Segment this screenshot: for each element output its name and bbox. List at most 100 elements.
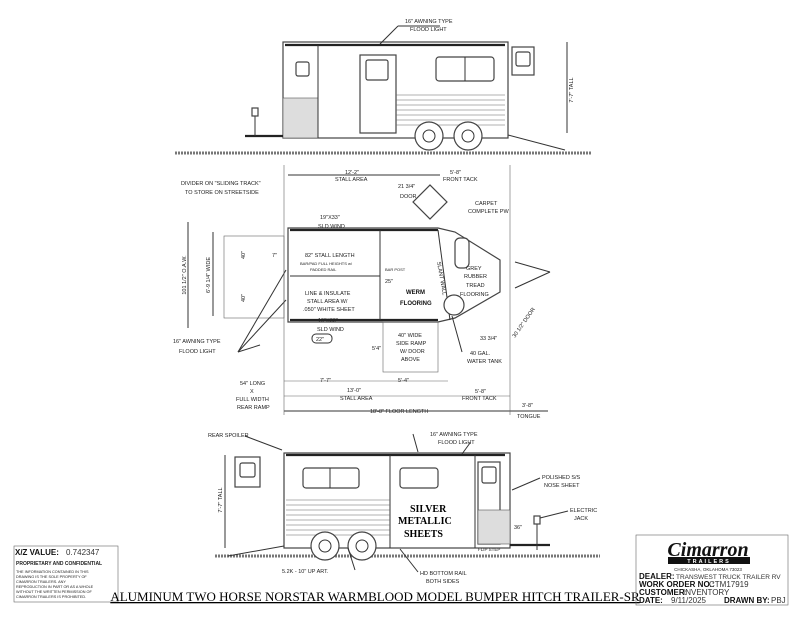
note: SIDE RAMP bbox=[396, 341, 427, 347]
dimension: 5'-8" bbox=[475, 389, 486, 395]
door-window bbox=[365, 59, 389, 81]
callout: CARPET bbox=[475, 201, 498, 207]
silver-metallic-label: SILVER bbox=[410, 504, 447, 515]
callout: NOSE SHEET bbox=[544, 483, 580, 489]
notice-text: DRAWING IS THE SOLE PROPERTY OF bbox=[16, 575, 87, 579]
curbside-elevation: REAR SPOILER 16" AWNING TYPE FLOOD LIGHT… bbox=[208, 432, 600, 585]
silver-metallic-label: SHEETS bbox=[404, 529, 443, 540]
dimension: 5'-4" bbox=[398, 378, 409, 384]
warm-flooring-label: FLOORING bbox=[400, 301, 432, 307]
wheel bbox=[310, 531, 340, 561]
water-tank bbox=[443, 294, 465, 316]
note: W/ DOOR bbox=[400, 349, 425, 355]
dimension: 21 3/4" bbox=[398, 184, 415, 190]
note: BAR POST bbox=[385, 267, 406, 272]
callout: WATER TANK bbox=[467, 359, 502, 365]
window bbox=[399, 467, 439, 489]
dimension: 5'4" bbox=[372, 346, 381, 352]
dimension: 40" bbox=[241, 251, 247, 259]
window bbox=[302, 467, 360, 489]
height-dimension: 7'-7" TALL bbox=[218, 487, 224, 512]
callout: BOTH SIDES bbox=[426, 579, 460, 585]
callout: JACK bbox=[574, 516, 588, 522]
callout: POLISHED S/S bbox=[542, 475, 581, 481]
callout: FLOOD LIGHT bbox=[179, 349, 216, 355]
notice-text: WITHOUT THE WRITTEN PERMISSION OF bbox=[16, 590, 92, 594]
title-block: Cimarron TRAILERS CHICKASHA, OKLAHOMA 73… bbox=[635, 534, 789, 606]
dimension: 82" STALL LENGTH bbox=[305, 253, 355, 259]
stone-guard bbox=[477, 509, 511, 545]
dimension: 6'-9 1/4" WIDE bbox=[206, 257, 212, 293]
rear-ramp bbox=[227, 545, 285, 557]
side-ramp bbox=[382, 321, 439, 373]
roadside-elevation: 16" AWNING TYPE FLOOD LIGHT 7'-7" TALL bbox=[175, 19, 592, 155]
callout: SLD WIND bbox=[318, 224, 345, 230]
logo-subtitle: TRAILERS bbox=[687, 559, 731, 565]
notice-text: CIMARRON TRAILERS IS PROHIBITED. bbox=[16, 595, 86, 599]
tongue bbox=[514, 261, 551, 273]
saddle-rack bbox=[454, 237, 470, 269]
awning-label: 16" AWNING TYPE bbox=[405, 19, 453, 25]
note: .050" WHITE SHEET bbox=[303, 307, 355, 313]
dimension: 36" bbox=[514, 525, 522, 531]
dimension: 7" bbox=[272, 253, 277, 259]
cimarron-logo: Cimarron bbox=[667, 539, 748, 561]
dimension-label: STALL AREA bbox=[340, 396, 373, 402]
callout: FLOOD LIGHT bbox=[438, 440, 475, 446]
work-order-value: CTM17919 bbox=[709, 580, 749, 589]
callout: COMPLETE PW bbox=[468, 209, 509, 215]
callout: X bbox=[250, 389, 254, 395]
dimension-label: STALL AREA bbox=[335, 177, 368, 183]
note: BAR/PAD FULL HEIGHTS w/ bbox=[300, 261, 353, 266]
notice-text: CIMARRON TRAILERS. ANY bbox=[16, 580, 66, 584]
height-dimension: 7'-7" TALL bbox=[569, 77, 575, 102]
note: 40" WIDE bbox=[398, 333, 422, 339]
callout: 19"X33" bbox=[318, 318, 338, 324]
drawing-title: ALUMINUM TWO HORSE NORSTAR WARMBLOOD MOD… bbox=[110, 589, 640, 604]
dimension: 101 1/2" O.A.W. bbox=[182, 255, 188, 295]
rear-ramp bbox=[507, 134, 566, 151]
date-value: 9/11/2025 bbox=[671, 596, 707, 605]
dimension: 40" bbox=[241, 294, 247, 302]
tack-door bbox=[412, 184, 448, 220]
dimension: 7'-7" bbox=[320, 378, 331, 384]
window bbox=[295, 61, 310, 77]
callout: ELECTRIC bbox=[570, 508, 597, 514]
customer-label: CUSTOMER: bbox=[639, 588, 687, 597]
note: FLOORING bbox=[460, 292, 489, 298]
dealer-label: DEALER: bbox=[639, 572, 675, 581]
dimension: 13'-0" bbox=[347, 388, 361, 394]
proprietary-info-block: X/Z VALUE: 0.742347 PROPRIETARY AND CONF… bbox=[13, 545, 119, 603]
callout: 54" LONG bbox=[240, 381, 265, 387]
callout: 16" AWNING TYPE bbox=[430, 432, 478, 438]
dimension-label: FRONT TACK bbox=[462, 396, 497, 402]
date-label: DATE: bbox=[639, 596, 663, 605]
callout: 19"X33" bbox=[320, 215, 340, 221]
proprietary-heading: PROPRIETARY AND CONFIDENTIAL bbox=[16, 561, 102, 567]
dimension-label: DOOR bbox=[400, 194, 417, 200]
wheel bbox=[414, 121, 444, 151]
dimension: 25" bbox=[385, 279, 393, 285]
wheel bbox=[347, 531, 377, 561]
floor-plan: DIVIDER ON "SLIDING TRACK" TO STORE ON S… bbox=[173, 165, 551, 420]
note: ABOVE bbox=[401, 357, 420, 363]
callout: REAR RAMP bbox=[237, 405, 270, 411]
notice-text: REPRODUCTION IN PART OR AS A WHOLE bbox=[16, 585, 94, 589]
dimension: 5'-8" bbox=[450, 170, 461, 176]
wheel bbox=[453, 121, 483, 151]
note: GREY bbox=[466, 266, 482, 272]
dimension: 12'-2" bbox=[345, 170, 359, 176]
drawn-by-label: DRAWN BY: bbox=[724, 596, 770, 605]
logo-banner bbox=[668, 557, 750, 564]
note: RUBBER bbox=[464, 274, 487, 280]
awning-label: FLOOD LIGHT bbox=[410, 27, 447, 33]
dimension: 22" bbox=[316, 337, 324, 343]
callout: SLD WIND bbox=[317, 327, 344, 333]
divider-label: DIVIDER ON "SLIDING TRACK" bbox=[181, 181, 261, 187]
callout: 40 GAL. bbox=[470, 351, 491, 357]
warm-flooring-label: WERM bbox=[406, 290, 425, 296]
divider-label: TO STORE ON STREETSIDE bbox=[185, 190, 259, 196]
callout: REAR SPOILER bbox=[208, 433, 249, 439]
dimension: 18'-8" FLOOR LENGTH bbox=[370, 409, 428, 415]
